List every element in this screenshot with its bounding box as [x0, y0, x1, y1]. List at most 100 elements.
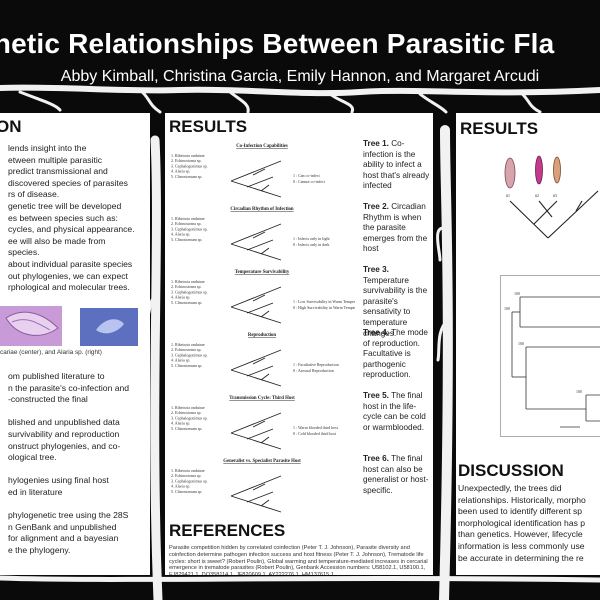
tree-branches — [230, 286, 282, 324]
bootstrap-label-2: 100 — [504, 306, 510, 311]
bootstrap-label-1: 100 — [514, 291, 520, 296]
species-label: 4. Alaria sp. — [171, 421, 190, 426]
tree-description-text: The mode of reproduction. Facultative is… — [363, 328, 428, 380]
species-label: 3. Cephalogonimus sp. — [171, 226, 208, 231]
parasite-photos — [0, 306, 138, 346]
tree-description-text: Co-infection is the ability to infect a … — [363, 139, 430, 191]
tree-branches — [230, 223, 282, 261]
tree-title: Temperature Survivability — [235, 270, 290, 275]
methods-line: n GenBank and unpublished — [8, 521, 117, 532]
introduction-line: es between species such as: — [8, 212, 118, 223]
species-label: 3. Cephalogonimus sp. — [171, 289, 208, 294]
morphological-tree: #1 #2 #3 — [504, 155, 599, 239]
discussion-line: information is less commonly use — [458, 540, 585, 551]
tree-number: Tree 6. — [363, 454, 389, 463]
methods-line: blished and unpublished data — [8, 417, 120, 428]
species-label: 3. Cephalogonimus sp. — [171, 415, 208, 420]
methods-line: survivability and reproduction — [8, 428, 120, 439]
molecular-results-heading: RESULTS — [460, 119, 539, 138]
tree-branches — [230, 349, 282, 387]
introduction-line: out phylogenies, we can expect — [8, 270, 128, 281]
tree-legend: 1 : Warm blooded third host — [293, 425, 339, 430]
tree-legend: 0 : Cannot co-infect — [293, 179, 326, 184]
species-label: 1. Ribeiroia ondatrae — [171, 216, 205, 221]
character-tree: Temperature Survivability 1. Ribeiroia on… — [169, 267, 355, 327]
tree-number: Tree 2. — [363, 202, 389, 211]
introduction-line: discovered species of parasites — [8, 177, 128, 188]
species-label: 5. Clinostomum sp. — [171, 237, 202, 242]
poster-authors: Abby Kimball, Christina Garcia, Emily Ha… — [60, 68, 540, 85]
tree-branches — [230, 475, 282, 513]
tree-title: Reproduction — [248, 333, 276, 338]
species-label: 3. Cephalogonimus sp. — [171, 163, 208, 168]
species-label: 5. Clinostomum sp. — [171, 426, 202, 431]
specimen-label-1: #1 — [506, 193, 510, 198]
bootstrap-label-3: 100 — [518, 341, 524, 346]
tree-description: Tree 3. Temperature survivability is the… — [363, 265, 431, 339]
tree-legend: 1 : Infects only in light — [293, 236, 330, 241]
tree-description-text: The final host can also be generalist or… — [363, 454, 429, 495]
tree-number: Tree 5. — [363, 391, 389, 400]
discussion-line: than genetics. However, lifecycle — [458, 529, 583, 540]
species-label: 2. Echinostoma sp. — [171, 221, 201, 226]
cladogram: Temperature Survivability 1. Ribeiroia on… — [171, 270, 355, 324]
tree-legend: 1 : Can co-infect — [293, 173, 321, 178]
tree-branches — [230, 160, 282, 198]
methods-line: -constructed the final — [8, 394, 88, 405]
methods-line: ological tree. — [8, 452, 57, 463]
species-label: 1. Ribeiroia ondatrae — [171, 468, 205, 473]
introduction-line: cycles, and physical appearance. — [8, 224, 135, 235]
tree-description: Tree 6. The final host can also be gener… — [363, 454, 431, 496]
methods-line — [8, 464, 129, 476]
molecular-results-panel: RESULTS #1 #2 #3 — [456, 113, 600, 575]
methods-line — [8, 406, 129, 418]
discussion-heading: DISCUSSION — [458, 461, 564, 480]
introduction-heading: ON — [0, 117, 22, 136]
species-label: 5. Clinostomum sp. — [171, 363, 202, 368]
species-label: 2. Echinostoma sp. — [171, 410, 201, 415]
introduction-line: ee will also be made from — [8, 235, 106, 246]
species-label: 4. Alaria sp. — [171, 169, 190, 174]
discussion-line: morphological identification has p — [458, 517, 586, 528]
tree-description-text: Circadian Rhythm is when the parasite em… — [363, 202, 428, 254]
tree-legend: 0 : Infects only in dark — [293, 242, 329, 247]
tree-title: Generalist vs. Specialist Parasite Host — [223, 459, 301, 464]
tree-legend: 0 : Asexual Reproduction — [293, 368, 334, 373]
species-label: 1. Ribeiroia ondatrae — [171, 342, 205, 347]
species-label: 3. Cephalogonimus sp. — [171, 478, 208, 483]
species-label: 2. Echinostoma sp. — [171, 158, 201, 163]
tree-legend: 1 : Low Survivability in Warm Temperatur… — [293, 299, 355, 304]
introduction-line: predict transmissional and — [8, 166, 108, 177]
tree-branches — [230, 412, 282, 450]
species-label: 4. Alaria sp. — [171, 295, 190, 300]
tree-description: Tree 4. The mode of reproduction. Facult… — [363, 328, 431, 381]
tree-description: Tree 1. Co-infection is the ability to i… — [363, 139, 431, 192]
species-label: 1. Ribeiroia ondatrae — [171, 153, 205, 158]
introduction-line: etween multiple parasitic — [8, 154, 103, 165]
character-tree: Generalist vs. Specialist Parasite Host 1… — [169, 456, 355, 516]
molecular-phylogeny: 100 100 100 100 — [500, 275, 600, 437]
poster-title: enetic Relationships Between Parasitic F… — [0, 28, 555, 59]
introduction-line: genetic tree will be developed — [8, 200, 122, 211]
methods-line: phylogenetic tree using the 28S — [8, 510, 129, 521]
references-heading: REFERENCES — [169, 521, 286, 540]
discussion-line: Unexpectedly, the trees did — [458, 483, 562, 493]
bootstrap-label-4: 100 — [576, 389, 582, 394]
tree-title: Transmission Cycle: Third Host — [229, 396, 295, 401]
species-label: 1. Ribeiroia ondatrae — [171, 279, 205, 284]
discussion-line: relationships. Historically, morpho — [458, 494, 586, 505]
tree-legend: 0 : Cold blooded third host — [293, 431, 337, 436]
introduction-line: about individual parasite species — [8, 258, 133, 269]
species-label: 4. Alaria sp. — [171, 358, 190, 363]
tree-description-text: Temperature survivability is the parasit… — [363, 275, 428, 338]
specimen-label-3: #3 — [553, 193, 557, 198]
methods-line: n the parasite's co-infection and — [8, 382, 130, 393]
